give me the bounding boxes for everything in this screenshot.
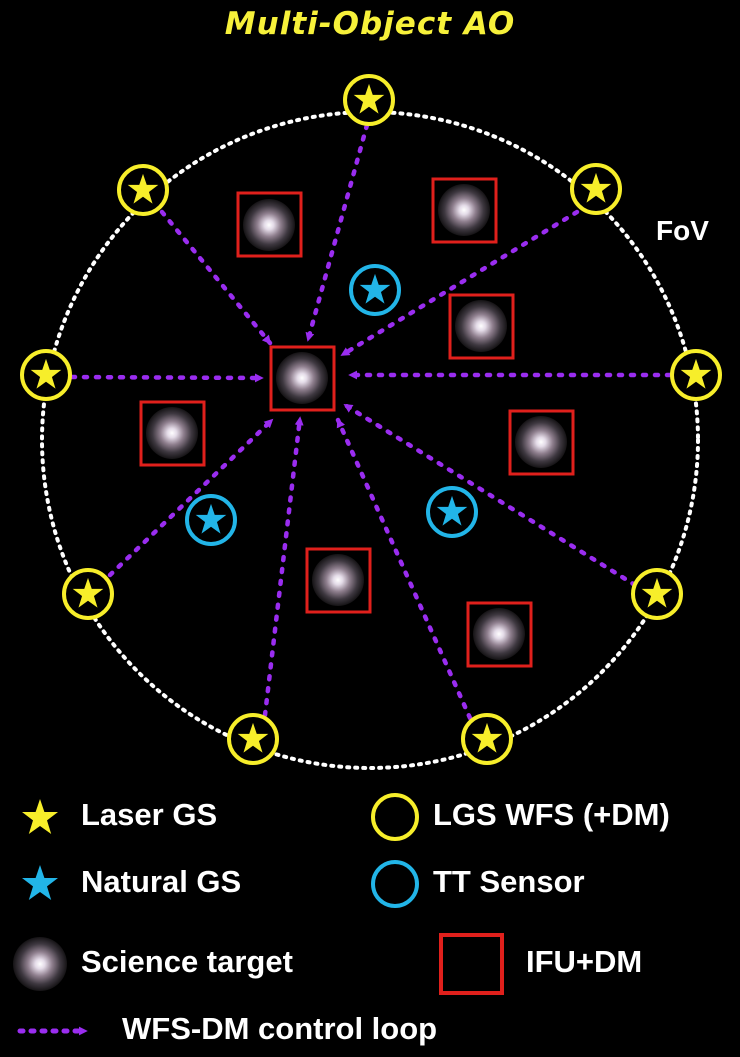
ifu-science-target — [466, 601, 533, 668]
laser-guide-star — [631, 568, 683, 620]
control-loop-arrow — [107, 417, 275, 578]
yellow-star-icon — [22, 799, 58, 834]
legend-lgs-wfs: LGS WFS (+DM) — [433, 797, 670, 832]
natural-guide-star — [426, 486, 478, 538]
natural-guide-star — [185, 494, 237, 546]
control-loop-arrow — [262, 415, 304, 718]
ifu-science-target — [448, 293, 515, 360]
legend-science-target: Science target — [81, 944, 293, 979]
legend-natural-gs: Natural GS — [81, 864, 242, 899]
control-loop-arrow — [69, 373, 265, 383]
control-loop-arrow — [159, 209, 273, 346]
laser-guide-star — [570, 163, 622, 215]
laser-guide-star — [227, 713, 279, 765]
laser-guide-star — [343, 74, 395, 126]
legend-control-loop: WFS-DM control loop — [122, 1011, 438, 1046]
ifu-science-target — [305, 547, 372, 614]
yellow-ring-icon — [371, 793, 419, 841]
diagram-title: Multi-Object AO — [224, 6, 516, 42]
legend-tt-sensor: TT Sensor — [433, 864, 585, 899]
control-loop-arrow — [342, 402, 638, 588]
natural-guide-star — [349, 264, 401, 316]
ifu-science-target — [139, 400, 206, 467]
red-square-icon — [439, 933, 504, 995]
control-loop-arrow — [305, 122, 370, 343]
laser-guide-star — [461, 713, 513, 765]
ifu-science-target — [431, 177, 498, 244]
ifu-science-target-central — [269, 345, 336, 412]
laser-guide-star — [20, 349, 72, 401]
cyan-ring-icon — [371, 860, 419, 908]
ifu-science-target — [236, 191, 303, 258]
legend-ifu-dm: IFU+DM — [526, 944, 643, 979]
galaxy-icon — [13, 937, 67, 991]
control-loop-arrow — [339, 209, 580, 358]
laser-guide-star — [117, 164, 169, 216]
ifu-science-target — [508, 409, 575, 476]
laser-guide-star — [670, 349, 722, 401]
cyan-star-icon — [22, 865, 58, 900]
laser-guide-star — [62, 568, 114, 620]
legend-laser-gs: Laser GS — [81, 797, 218, 832]
fov-label: FoV — [656, 215, 709, 246]
